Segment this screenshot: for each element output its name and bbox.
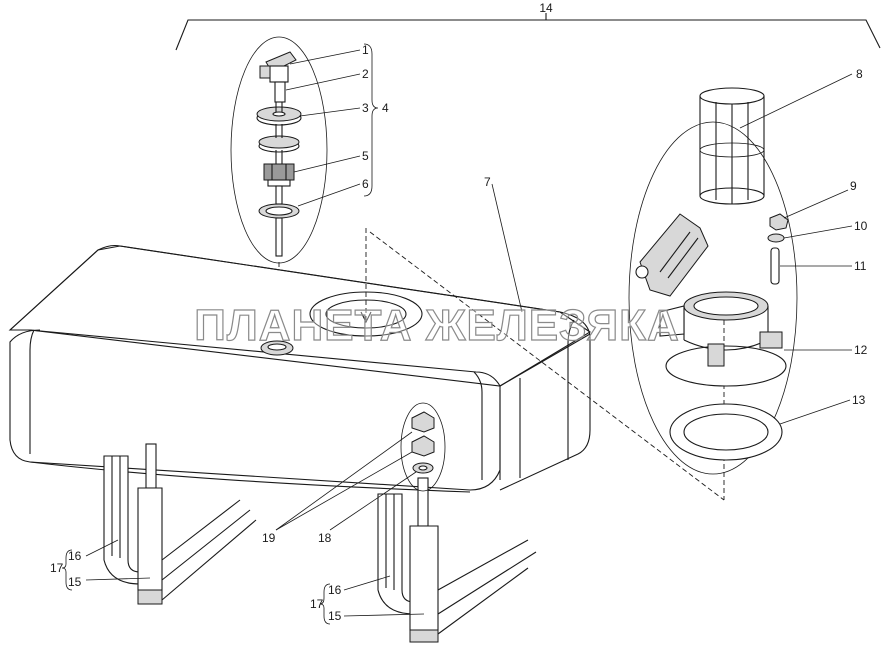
fastener-group <box>275 402 446 531</box>
callout-1: 1 <box>362 43 369 57</box>
callout-4: 4 <box>382 101 389 115</box>
cap-assembly-group <box>230 36 328 264</box>
callout-19: 19 <box>262 531 276 545</box>
sender-assembly-group <box>628 87 798 475</box>
callout-13: 13 <box>852 393 866 407</box>
callout-16-right: 16 <box>328 583 342 597</box>
strap-right <box>377 477 537 643</box>
callout-5: 5 <box>362 149 369 163</box>
callout-18: 18 <box>318 531 332 545</box>
callout-15-right: 15 <box>328 609 342 623</box>
callout-12: 12 <box>854 343 868 357</box>
callout-17-right: 17 <box>310 597 324 611</box>
strap-left <box>103 443 257 605</box>
bracket-14 <box>175 13 881 51</box>
callout-3: 3 <box>362 101 369 115</box>
leaders-left-group <box>285 43 379 207</box>
callout-8: 8 <box>856 67 863 81</box>
callout-11: 11 <box>854 259 867 273</box>
callout-14: 14 <box>539 1 553 15</box>
callout-16-left: 16 <box>68 549 82 563</box>
leaders-bottom <box>61 539 425 625</box>
callout-10: 10 <box>854 219 868 233</box>
callout-6: 6 <box>362 177 369 191</box>
callout-15-left: 15 <box>68 575 82 589</box>
callout-7: 7 <box>484 175 491 189</box>
callout-17-left: 17 <box>50 561 64 575</box>
callout-2: 2 <box>362 67 369 81</box>
callout-9: 9 <box>850 179 857 193</box>
watermark-text: ПЛАНЕТА ЖЕЛЕЗЯКА <box>194 301 680 350</box>
fuel-tank <box>8 244 592 493</box>
leaders-right-group <box>491 73 853 425</box>
